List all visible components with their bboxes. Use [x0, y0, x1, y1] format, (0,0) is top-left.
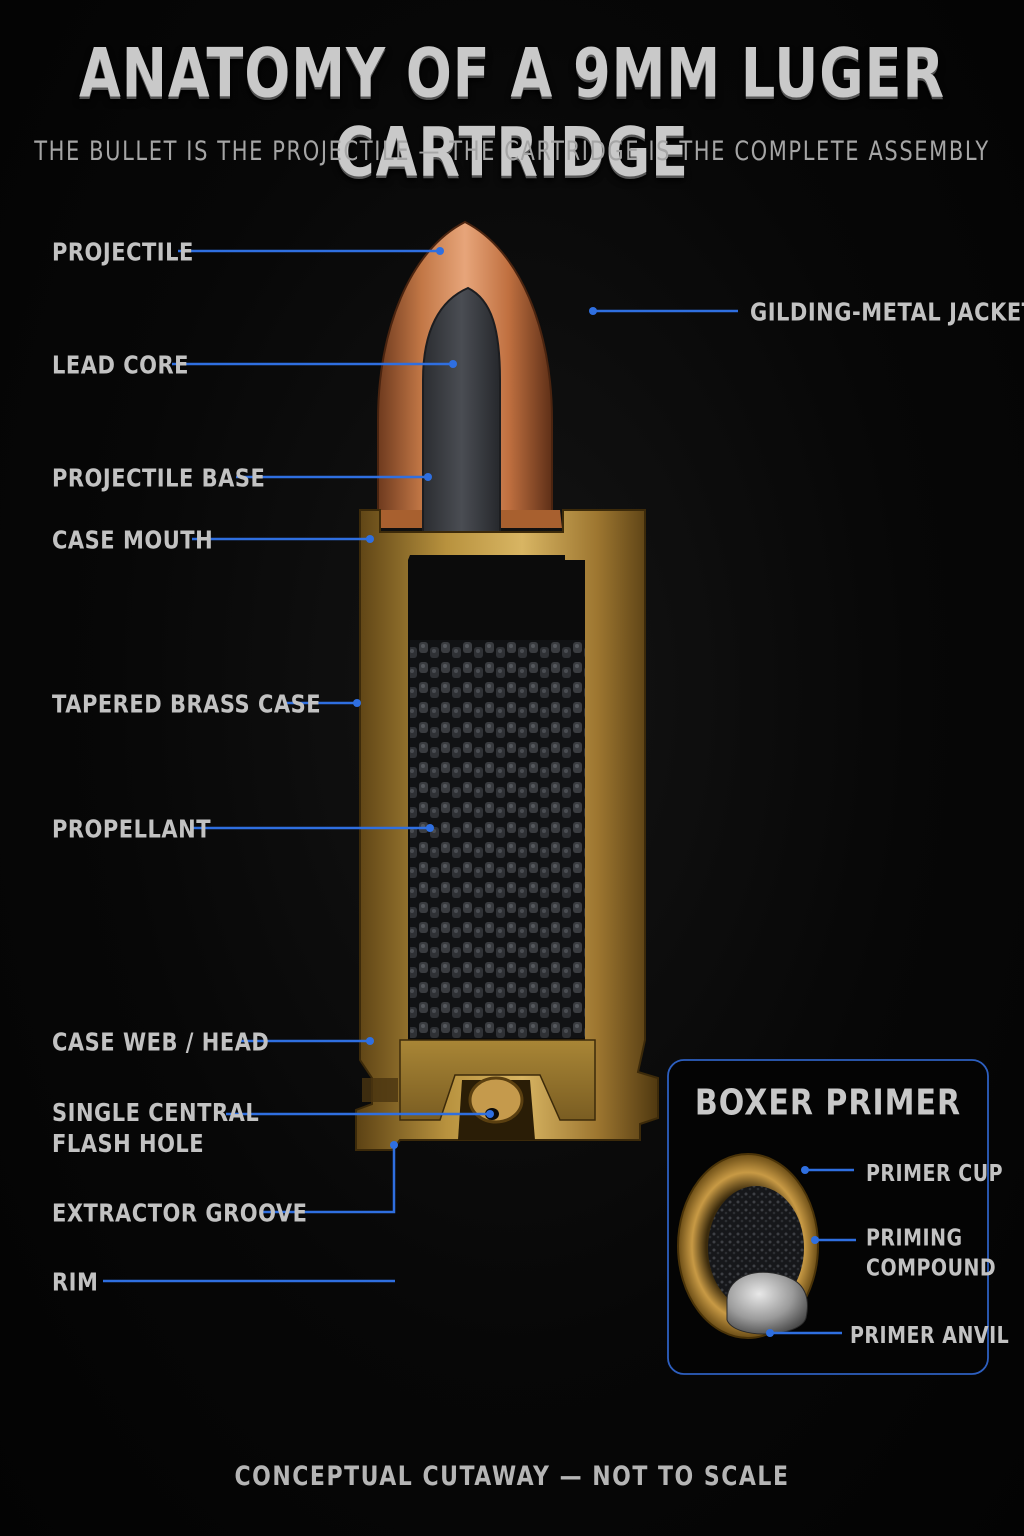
page-subtitle: THE BULLET IS THE PROJECTILE — THE CARTR… [34, 136, 990, 166]
label-projectile-base: PROJECTILE BASE [52, 463, 266, 493]
inset-leader-lines [766, 1166, 856, 1337]
label-projectile: PROJECTILE [52, 237, 194, 267]
label-primer-cup: PRIMER CUP [866, 1160, 1004, 1188]
label-tapered-case: TAPERED BRASS CASE [52, 689, 322, 719]
primer-visible [468, 1076, 524, 1124]
inset-title: BOXER PRIMER [694, 1082, 962, 1124]
leader-lines [103, 247, 738, 1283]
label-extractor-groove: EXTRACTOR GROOVE [52, 1198, 308, 1228]
lead-core [422, 286, 501, 549]
footer-note: CONCEPTUAL CUTAWAY — NOT TO SCALE [234, 1462, 790, 1492]
label-case-web: CASE WEB / HEAD [52, 1027, 270, 1057]
label-primer-anvil: PRIMER ANVIL [850, 1322, 1010, 1350]
label-gilding-jacket: GILDING-METAL JACKET [750, 297, 1024, 327]
label-priming-compound: PRIMING COMPOUND [866, 1225, 997, 1282]
page-title: ANATOMY OF A 9MM LUGER CARTRIDGE [78, 34, 946, 192]
primer-anvil-shape [726, 1271, 808, 1335]
case-web [399, 1039, 596, 1121]
label-flash-hole: SINGLE CENTRAL FLASH HOLE [52, 1098, 260, 1159]
label-lead-core: LEAD CORE [52, 350, 190, 380]
label-rim: RIM [52, 1267, 99, 1297]
label-propellant: PROPELLANT [52, 814, 212, 844]
extractor-groove [362, 1078, 398, 1102]
propellant-fill [410, 640, 585, 1038]
label-case-mouth: CASE MOUTH [52, 525, 214, 555]
